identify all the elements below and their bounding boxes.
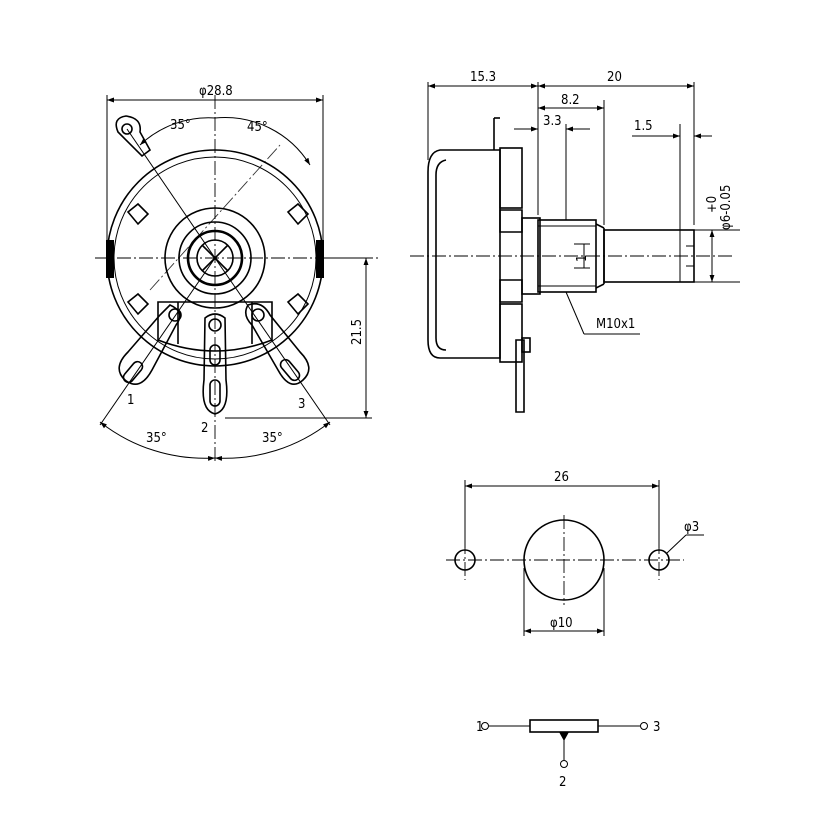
pin-2-label: 2 <box>201 421 208 436</box>
flange-label: 3.3 <box>543 114 562 129</box>
schematic-pin-1-label: 1 <box>476 720 483 735</box>
pin-hole-label: φ3 <box>684 520 699 535</box>
body-depth-label: 15.3 <box>470 70 496 85</box>
shaft-diameter-label: φ6-0.05 <box>719 185 734 230</box>
slot-width-label: 1 <box>575 255 590 262</box>
dim-shaft-diameter: φ6-0.05 +0 <box>694 185 740 283</box>
angle-bottom-left-label: 35° <box>146 431 167 446</box>
height-label: 21.5 <box>350 319 365 345</box>
dim-slot-width: 1 <box>574 243 590 269</box>
dim-center-hole: φ10 <box>523 568 605 636</box>
angle-top-right-label: 45° <box>247 120 268 135</box>
bushing-length-label: 8.2 <box>561 93 580 108</box>
terminal-1 <box>118 304 182 386</box>
schematic-pin-2-label: 2 <box>559 775 566 790</box>
pin-3-label: 3 <box>298 397 305 412</box>
front-view: φ28.8 35° 45° 21.5 35° 35° 1 2 3 <box>95 84 380 462</box>
schematic-pin-3-label: 3 <box>653 720 660 735</box>
pin-1-label: 1 <box>127 393 134 408</box>
dim-bushing: 8.2 <box>538 93 605 225</box>
dim-bottom-angles: 35° 35° <box>99 257 331 461</box>
dim-flange: 3.3 <box>514 114 590 220</box>
terminal-2 <box>202 313 228 415</box>
dim-slot-depth: 1.5 <box>632 119 712 230</box>
shaft-tolerance-label: +0 <box>705 196 720 213</box>
thread-label: M10x1 <box>596 317 635 332</box>
dim-hole-spacing: 26 <box>464 470 660 548</box>
dim-pin-hole: φ3 <box>666 520 704 554</box>
center-hole-label: φ10 <box>550 616 573 631</box>
dim-top-angles: 35° 45° <box>139 117 311 166</box>
angle-top-left-label: 35° <box>170 118 191 133</box>
hole-spacing-label: 26 <box>554 470 569 485</box>
side-view: 15.3 20 8.2 3.3 1.5 φ6-0.05 <box>410 70 740 413</box>
dim-side-top: 15.3 20 <box>427 70 695 225</box>
slot-depth-label: 1.5 <box>634 119 653 134</box>
angle-bottom-right-label: 35° <box>262 431 283 446</box>
dim-height: 21.5 <box>225 257 372 419</box>
schematic-symbol: 1 3 2 <box>476 719 660 790</box>
dim-thread: M10x1 <box>565 291 640 335</box>
shaft-length-label: 20 <box>607 70 622 85</box>
body-diameter-label: φ28.8 <box>199 84 233 99</box>
dim-body-diameter: φ28.8 <box>106 84 324 245</box>
panel-cutout: 26 φ3 φ10 <box>446 470 704 636</box>
